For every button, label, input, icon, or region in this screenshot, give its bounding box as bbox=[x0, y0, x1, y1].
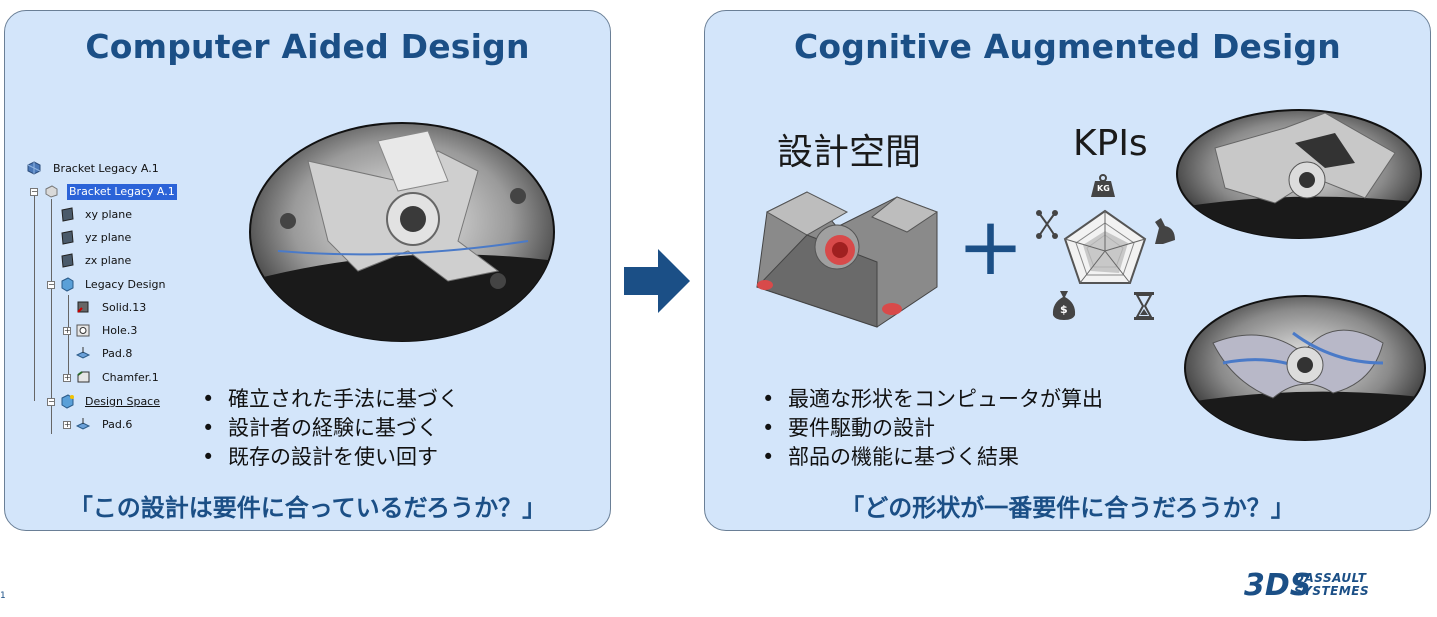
cad-part-render bbox=[248, 121, 556, 343]
bullet-item: 要件駆動の設計 bbox=[758, 414, 1103, 443]
cognitive-question: 「どの形状が一番要件に合うだろうか？」 bbox=[840, 494, 1295, 522]
page-number: 1 bbox=[0, 591, 6, 601]
bullet-item: 部品の機能に基づく結果 bbox=[758, 443, 1103, 472]
bullet-item: 設計者の経験に基づく bbox=[198, 414, 459, 443]
chamfer-icon bbox=[76, 370, 91, 385]
design-space-icon bbox=[60, 394, 75, 409]
hourglass-icon bbox=[1133, 291, 1155, 321]
cad-panel: Computer Aided Design Bracket Legacy A.1… bbox=[4, 10, 611, 531]
tree-connector bbox=[34, 191, 35, 401]
expand-icon[interactable]: + bbox=[63, 373, 71, 382]
expand-icon[interactable]: + bbox=[63, 326, 71, 335]
bullet-item: 既存の設計を使い回す bbox=[198, 443, 459, 472]
cad-question: 「この設計は要件に合っているだろうか？」 bbox=[68, 494, 547, 522]
tree-connector bbox=[68, 295, 69, 380]
optimized-shape-render-1 bbox=[1175, 108, 1423, 240]
product-icon bbox=[27, 161, 42, 176]
money-bag-icon: $ bbox=[1051, 289, 1077, 321]
money-bag-icon-text: $ bbox=[1060, 303, 1068, 316]
kpi-radar-chart bbox=[1033, 171, 1178, 326]
right-arrow-icon bbox=[624, 249, 690, 317]
solid-icon bbox=[76, 300, 91, 315]
body-icon bbox=[60, 277, 75, 292]
molecule-icon bbox=[1035, 209, 1059, 239]
bullet-item: 最適な形状をコンピュータが算出 bbox=[758, 385, 1103, 414]
logo-mark: 3DS bbox=[1244, 568, 1311, 603]
specification-tree: Bracket Legacy A.1 − Bracket Legacy A.1 … bbox=[23, 149, 203, 439]
bullet-item: 確立された手法に基づく bbox=[198, 385, 459, 414]
kpis-label: KPIs bbox=[1073, 123, 1148, 164]
cognitive-panel-title: Cognitive Augmented Design bbox=[793, 27, 1341, 66]
cad-panel-title: Computer Aided Design bbox=[85, 27, 530, 66]
weight-icon: KG bbox=[1090, 174, 1116, 198]
dassault-systemes-logo: 3DS DASSAULT SYSTEMES bbox=[1242, 559, 1392, 609]
tree-connector bbox=[51, 199, 52, 434]
design-space-label: 設計空間 bbox=[777, 132, 922, 173]
part-icon bbox=[44, 184, 59, 199]
plane-icon bbox=[60, 207, 75, 222]
strength-arm-icon bbox=[1151, 216, 1177, 246]
hole-icon bbox=[76, 323, 91, 338]
pad-icon bbox=[75, 346, 91, 361]
collapse-icon[interactable]: − bbox=[47, 397, 55, 406]
cognitive-design-panel: Cognitive Augmented Design 設計空間 KPIs + bbox=[704, 10, 1431, 531]
pad-icon bbox=[75, 417, 91, 432]
collapse-icon[interactable]: − bbox=[47, 280, 55, 289]
plus-sign: + bbox=[957, 200, 1025, 293]
plane-icon bbox=[60, 230, 75, 245]
expand-icon[interactable]: + bbox=[63, 420, 71, 429]
logo-line2: SYSTEMES bbox=[1294, 584, 1370, 598]
logo-line1: DASSAULT bbox=[1294, 571, 1367, 585]
collapse-icon[interactable]: − bbox=[30, 187, 38, 196]
weight-icon-text: KG bbox=[1097, 184, 1110, 193]
design-space-block-render bbox=[747, 187, 947, 337]
optimized-shape-render-2 bbox=[1183, 293, 1428, 443]
plane-icon bbox=[60, 253, 75, 268]
cad-bullet-list: 確立された手法に基づく 設計者の経験に基づく 既存の設計を使い回す bbox=[198, 385, 459, 472]
cognitive-bullet-list: 最適な形状をコンピュータが算出 要件駆動の設計 部品の機能に基づく結果 bbox=[758, 385, 1103, 472]
